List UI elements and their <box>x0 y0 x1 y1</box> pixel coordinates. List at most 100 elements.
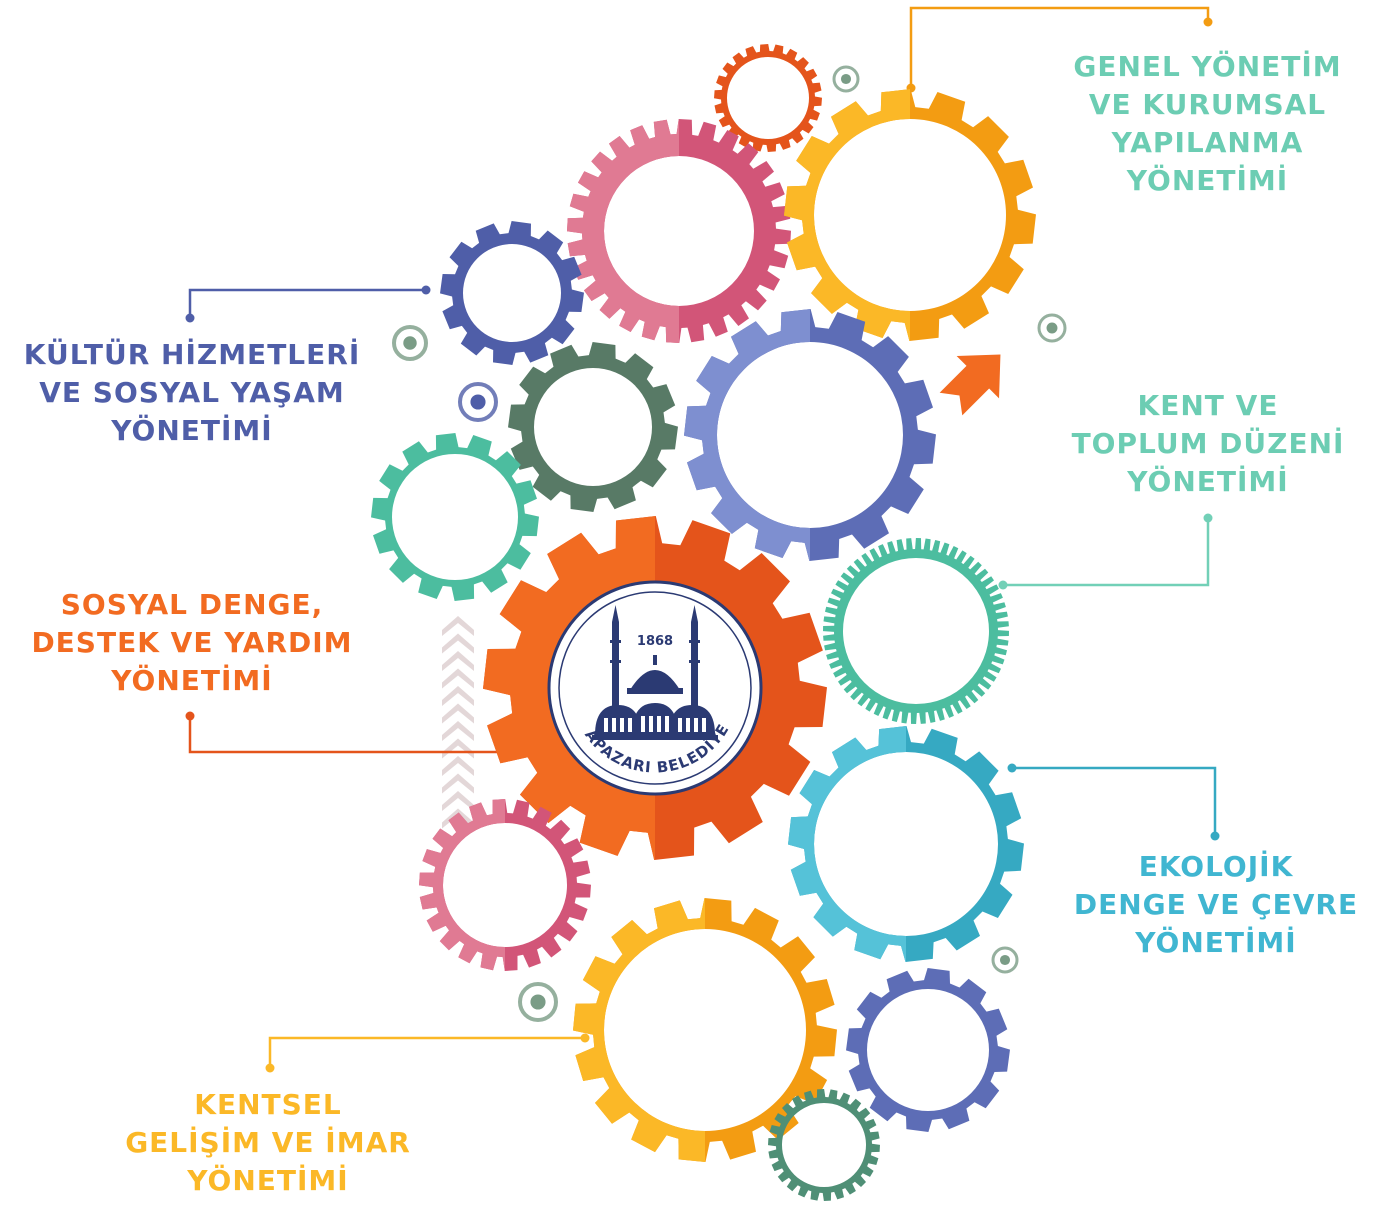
gear-icon <box>684 309 936 561</box>
chevron-up-icon <box>442 756 474 776</box>
gear-body <box>440 221 584 365</box>
label-line: KENTSEL <box>194 1088 342 1121</box>
gear-icon <box>440 221 584 365</box>
gear-icon <box>784 89 1036 341</box>
gear-icon <box>788 726 1024 962</box>
connector-dot <box>265 1063 275 1073</box>
label-line: KÜLTÜR HİZMETLERİ <box>23 338 361 371</box>
connector-dot <box>185 313 195 323</box>
label-genel-yonetim: GENEL YÖNETİM VE KURUMSAL YAPILANMA YÖNE… <box>1070 48 1345 200</box>
target-center <box>1046 322 1058 334</box>
gear-body-light <box>788 726 906 962</box>
gear-icon <box>846 968 1010 1132</box>
chevron-up-icon <box>442 633 474 654</box>
chevron-up-icon <box>442 703 474 724</box>
connector-dot <box>421 285 431 295</box>
label-line: YÖNETİMİ <box>1126 164 1289 197</box>
connector-dot <box>1007 763 1017 773</box>
label-line: DENGE VE ÇEVRE <box>1073 888 1359 921</box>
target-center <box>470 394 486 410</box>
label-line: YÖNETİMİ <box>111 414 273 447</box>
label-line: KENT VE <box>1137 389 1279 422</box>
gear-body-light <box>684 309 810 561</box>
gear-icon <box>371 433 539 601</box>
target-center <box>840 73 852 85</box>
target-dot-icon <box>991 946 1019 974</box>
gear-body <box>846 968 1010 1132</box>
chevron-up-icon <box>442 773 474 794</box>
chevron-up-icon <box>442 738 474 759</box>
label-line: GENEL YÖNETİM <box>1073 50 1342 83</box>
label-line: EKOLOJİK <box>1138 850 1294 883</box>
connector-dot <box>185 711 195 721</box>
gear-body <box>371 433 539 601</box>
target-center <box>403 336 417 350</box>
label-ekolojik-denge: EKOLOJİK DENGE VE ÇEVRE YÖNETİMİ <box>1068 848 1364 962</box>
gear-icon <box>573 898 837 1162</box>
connector-line <box>1003 518 1210 587</box>
gear-body-light <box>573 898 705 1162</box>
target-dot-icon <box>458 382 498 422</box>
arrow-shape <box>939 354 1001 416</box>
connector-dot <box>580 1033 590 1043</box>
target-dot-icon <box>392 325 428 361</box>
label-line: YÖNETİMİ <box>187 1164 349 1197</box>
connector-line <box>909 6 1210 88</box>
gear-body-light <box>567 119 679 343</box>
gear-body-light <box>483 516 655 860</box>
orange-arrow-icon <box>939 354 1001 416</box>
chevron-up-icon <box>442 721 474 741</box>
gear-body <box>508 342 678 512</box>
connector-line <box>188 716 505 754</box>
label-line: GELİŞİM VE İMAR <box>125 1126 411 1159</box>
chevron-up-icon <box>442 808 474 829</box>
target-center <box>530 994 546 1010</box>
label-line: VE KURUMSAL <box>1088 88 1327 121</box>
target-dots <box>392 65 1067 1022</box>
label-kent-toplum: KENT VE TOPLUM DÜZENİ YÖNETİMİ <box>1068 387 1348 501</box>
target-center <box>999 954 1011 966</box>
mosque-icon <box>592 605 718 740</box>
gear-icon <box>768 1089 880 1201</box>
gear-icon <box>823 538 1009 724</box>
label-line: TOPLUM DÜZENİ <box>1071 427 1345 460</box>
chevron-up-icon <box>442 616 474 636</box>
connector-dot <box>1210 831 1220 841</box>
label-sosyal-denge: SOSYAL DENGE, DESTEK VE YARDIM YÖNETİMİ <box>22 586 362 700</box>
connector-line <box>188 288 426 318</box>
connector-lines <box>185 6 1220 1073</box>
target-ring <box>832 65 860 93</box>
label-kultur-hizmetleri: KÜLTÜR HİZMETLERİ VE SOSYAL YAŞAM YÖNETİ… <box>22 336 362 450</box>
chevron-up-icon <box>442 651 474 671</box>
connector-line <box>268 1036 585 1068</box>
connector-dot <box>998 580 1008 590</box>
gear-icon <box>567 119 791 343</box>
gear-body-light <box>784 89 910 341</box>
label-line: SOSYAL DENGE, <box>60 588 324 621</box>
gear-icon <box>508 342 678 512</box>
label-line: YAPILANMA <box>1111 126 1304 159</box>
label-kentsel-gelisim: KENTSEL GELİŞİM VE İMAR YÖNETİMİ <box>118 1086 418 1200</box>
target-ring <box>1037 313 1067 343</box>
target-ring <box>991 946 1019 974</box>
chevron-up-icon <box>442 791 474 811</box>
label-line: YÖNETİMİ <box>111 664 273 697</box>
chevron-up-icon <box>442 686 474 706</box>
label-line: VE SOSYAL YAŞAM <box>39 376 345 409</box>
connector-dot <box>1203 513 1213 523</box>
connector-line <box>1012 766 1217 836</box>
label-line: YÖNETİMİ <box>1135 926 1297 959</box>
target-dot-icon <box>518 982 558 1022</box>
gear-body-light <box>419 799 505 971</box>
chevron-up-arrow-stack <box>442 616 474 829</box>
label-line: DESTEK VE YARDIM <box>31 626 353 659</box>
target-ring <box>458 382 498 422</box>
logo-year: 1868 <box>637 634 673 649</box>
target-dot-icon <box>832 65 860 93</box>
target-dot-icon <box>1037 313 1067 343</box>
gear-body <box>768 1089 880 1201</box>
target-ring <box>518 982 558 1022</box>
target-ring <box>392 325 428 361</box>
gear-icon <box>483 516 827 860</box>
